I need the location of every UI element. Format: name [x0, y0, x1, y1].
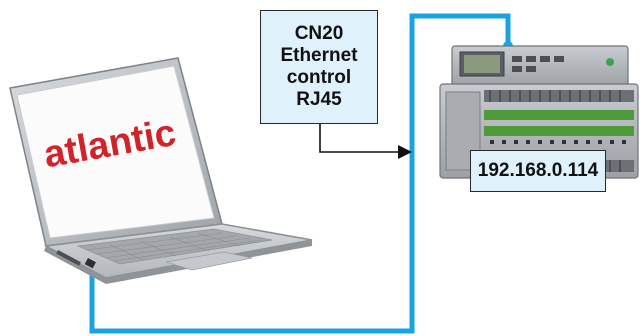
laptop-illustration: atlantic	[9, 57, 313, 284]
terminal-led-row	[490, 140, 626, 144]
arrow-head-icon	[398, 145, 412, 159]
schneider-logo-icon	[606, 58, 614, 66]
port-label-line-3: control	[286, 67, 352, 88]
port-label-line-2: Ethernet	[280, 45, 358, 66]
port-label-line-1: CN20	[294, 23, 344, 44]
ip-address-text: 192.168.0.114	[477, 160, 599, 181]
ethernet-port-icon	[84, 258, 96, 269]
laptop-touchpad	[165, 251, 253, 271]
keyboard-keys	[85, 232, 263, 262]
controller-lcd	[464, 55, 500, 73]
ip-address-label: 192.168.0.114	[470, 150, 606, 192]
controller-buttons	[512, 56, 564, 72]
port-label-line-4: RJ45	[296, 89, 342, 110]
laptop-side-ports	[56, 249, 96, 269]
laptop-screen	[16, 65, 215, 239]
ethernet-port-label: CN20 Ethernet control RJ45	[260, 10, 378, 124]
callout-arrow	[319, 124, 412, 159]
